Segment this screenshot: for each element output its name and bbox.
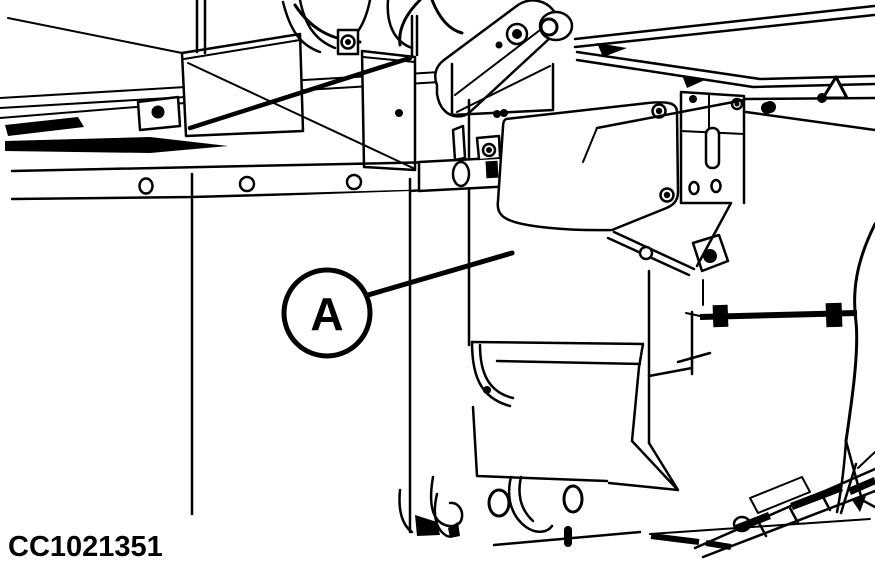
access-panel-a (496, 101, 680, 232)
main-side-panel (190, 98, 471, 538)
figure-code: CC1021351 (8, 531, 163, 563)
lower-hardware (398, 475, 871, 550)
frame-rails-left (0, 17, 441, 153)
lift-link-arm (395, 0, 574, 118)
callout-a: A (281, 250, 515, 359)
right-mount-plate (679, 90, 773, 268)
torsion-bar (685, 279, 858, 328)
frame-rails-right (573, 4, 875, 163)
upper-box-assembly (180, 0, 419, 172)
callout-circle (281, 267, 373, 359)
callout-leader-line (365, 250, 515, 298)
curved-housing-edge (835, 222, 875, 515)
callout-a-label: A (310, 288, 343, 340)
lower-shield (470, 340, 678, 490)
hydraulic-hoses (281, 0, 464, 56)
lower-support-bracket (606, 230, 730, 492)
scraper-bar (693, 467, 875, 559)
